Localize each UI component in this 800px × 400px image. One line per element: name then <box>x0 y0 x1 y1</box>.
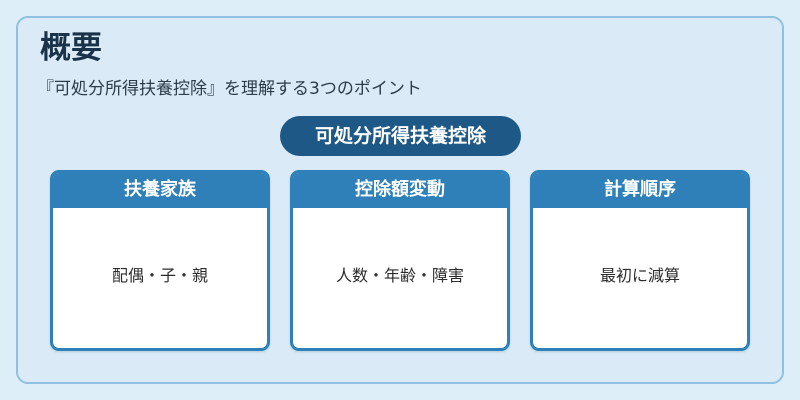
point-card-deduction-change: 控除額変動 人数・年齢・障害 <box>290 170 510 351</box>
card-header: 控除額変動 <box>293 173 507 208</box>
card-body: 配偶・子・親 <box>111 266 208 285</box>
page-subtitle: 『可処分所得扶養控除』を理解する3つのポイント <box>37 79 422 99</box>
page-title: 概要 <box>40 30 102 66</box>
central-topic-pill: 可処分所得扶養控除 <box>280 116 521 156</box>
point-card-dependents: 扶養家族 配偶・子・親 <box>50 170 270 351</box>
point-card-calculation-order: 計算順序 最初に減算 <box>530 170 750 351</box>
card-header: 計算順序 <box>533 173 747 208</box>
card-header: 扶養家族 <box>53 173 267 208</box>
card-body: 人数・年齢・障害 <box>335 266 464 285</box>
card-body: 最初に減算 <box>599 266 680 285</box>
